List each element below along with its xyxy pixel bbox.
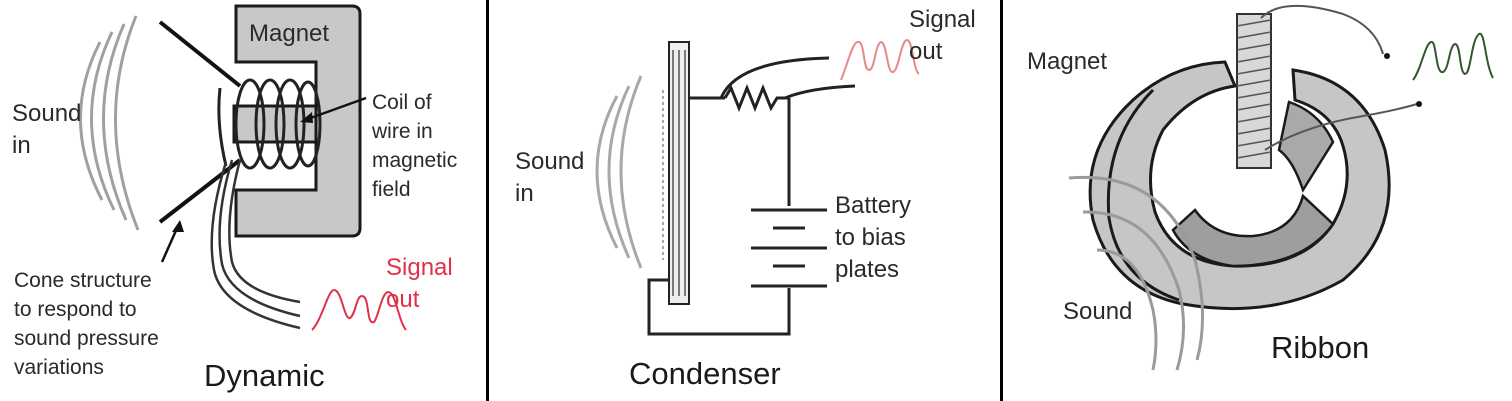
signal-wave xyxy=(311,288,407,331)
ribbon-element xyxy=(1236,13,1272,169)
magnet-label: Magnet xyxy=(1027,48,1108,75)
signal-out-label: Signal out xyxy=(909,6,976,65)
battery-label: Battery to bias plates xyxy=(835,192,912,283)
battery xyxy=(751,208,827,288)
sound-label: Sound xyxy=(1063,298,1133,325)
ribbon-title: Ribbon xyxy=(1271,330,1370,365)
lead-wires xyxy=(1260,5,1418,151)
condenser-drawing xyxy=(595,38,920,336)
signal-wave xyxy=(840,38,920,81)
sound-waves xyxy=(79,15,140,231)
magnet-label: Magnet xyxy=(249,20,330,47)
dynamic-panel: Magnet Sound in Coil of wire in magnetic… xyxy=(0,0,486,401)
sound-waves xyxy=(595,75,643,269)
cone-label: Cone structure to respond to sound press… xyxy=(14,269,159,379)
condenser-title: Condenser xyxy=(629,356,781,391)
sound-in-label: Sound in xyxy=(515,148,585,207)
lead-wires xyxy=(210,159,301,330)
circuit-wires xyxy=(647,56,856,336)
sound-in-label: Sound in xyxy=(12,100,82,159)
signal-wave xyxy=(1412,32,1494,81)
signal-out-label: Signal out xyxy=(386,254,453,313)
ring-magnet xyxy=(1088,60,1391,311)
ribbon-drawing xyxy=(1068,5,1494,371)
cone-line-upper xyxy=(158,20,242,88)
coil xyxy=(217,78,322,170)
sound-waves xyxy=(1068,175,1205,371)
coil-label: Coil of wire in magnetic field xyxy=(372,91,458,201)
cone-line-lower xyxy=(158,158,242,224)
ribbon-panel: Magnet Sound Ribbon xyxy=(1003,0,1512,401)
coil-arrow xyxy=(304,96,367,122)
capacitor-plates xyxy=(662,41,690,305)
dynamic-title: Dynamic xyxy=(204,358,325,393)
dynamic-drawing xyxy=(79,4,407,331)
condenser-panel: Signal out Sound in Battery to bias plat… xyxy=(489,0,1000,401)
